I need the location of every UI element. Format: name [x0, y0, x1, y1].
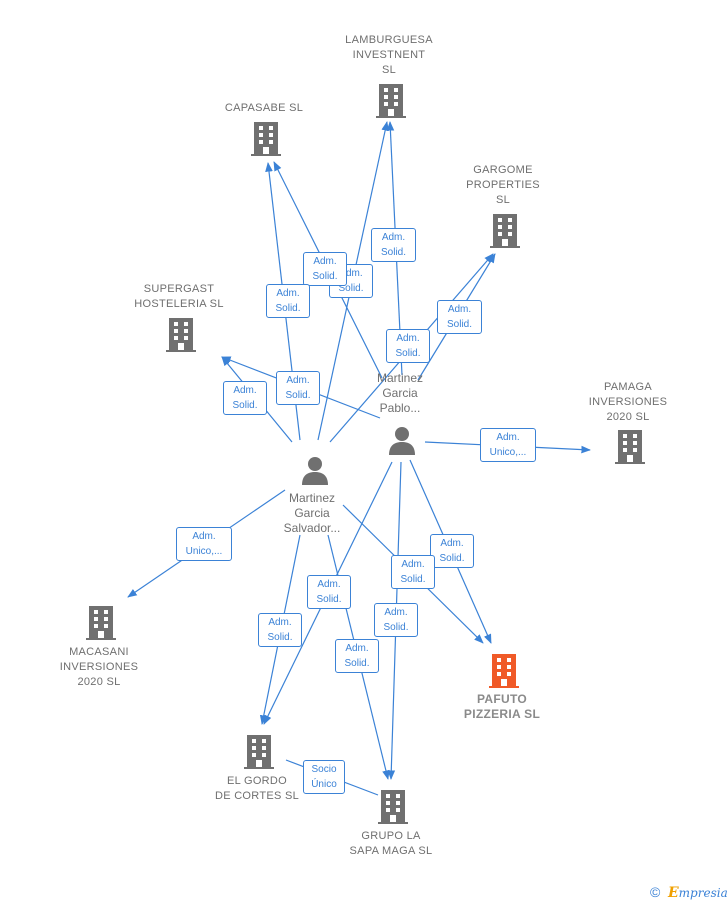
edge-label: Adm. Unico,...	[176, 527, 232, 561]
edge-label: Adm. Solid.	[266, 284, 310, 318]
company-label-gargome[interactable]: GARGOME PROPERTIES SL	[466, 164, 540, 206]
building-icon	[85, 605, 117, 646]
company-label-lamburguesa[interactable]: LAMBURGUESA INVESTNENT SL	[345, 34, 433, 76]
building-icon	[614, 429, 646, 470]
person-icon	[299, 454, 331, 491]
edge-label: Adm. Solid.	[391, 555, 435, 589]
company-label-pamaga[interactable]: PAMAGA INVERSIONES 2020 SL	[588, 381, 668, 423]
building-icon	[377, 789, 409, 830]
company-label-macasani[interactable]: MACASANI INVERSIONES 2020 SL	[59, 646, 139, 688]
edge-label: Adm. Solid.	[303, 252, 347, 286]
company-label-pafuto[interactable]: PAFUTO PIZZERIA SL	[463, 692, 541, 721]
edge-label: Adm. Solid.	[258, 613, 302, 647]
brand-logo[interactable]: Empresia	[668, 885, 728, 901]
person-label-pablo[interactable]: Martinez Garcia Pablo...	[376, 371, 423, 415]
edge-label: Adm. Solid.	[371, 228, 416, 262]
edge-label: Socio Único	[303, 760, 345, 794]
edge-label: Adm. Solid.	[374, 603, 418, 637]
brand-logo-initial: E	[668, 885, 679, 901]
building-icon	[243, 734, 275, 775]
company-label-elgordo[interactable]: EL GORDO DE CORTES SL	[214, 775, 300, 802]
company-label-capasabe[interactable]: CAPASABE SL	[224, 102, 304, 114]
brand-logo-text: mpresia	[678, 886, 728, 900]
building-icon	[375, 83, 407, 124]
building-icon	[250, 121, 282, 162]
edge-label: Adm. Solid.	[386, 329, 430, 363]
edge-label: Adm. Solid.	[307, 575, 351, 609]
edge-label: Adm. Solid.	[437, 300, 482, 334]
company-label-supergast[interactable]: SUPERGAST HOSTELERIA SL	[134, 283, 224, 310]
edge-label: Adm. Unico,...	[480, 428, 536, 462]
copyright-symbol: ©	[650, 884, 661, 900]
edge-label: Adm. Solid.	[430, 534, 474, 568]
building-icon	[489, 213, 521, 254]
edge-label: Adm. Solid.	[335, 639, 379, 673]
company-label-grupolasapa[interactable]: GRUPO LA SAPA MAGA SL	[349, 830, 433, 857]
edge-label: Adm. Solid.	[276, 371, 320, 405]
edge-label: Adm. Solid.	[223, 381, 267, 415]
person-label-salvador[interactable]: Martinez Garcia Salvador...	[283, 491, 341, 535]
building-icon	[165, 317, 197, 358]
person-icon	[386, 424, 418, 461]
highlighted-building-icon	[488, 653, 520, 694]
